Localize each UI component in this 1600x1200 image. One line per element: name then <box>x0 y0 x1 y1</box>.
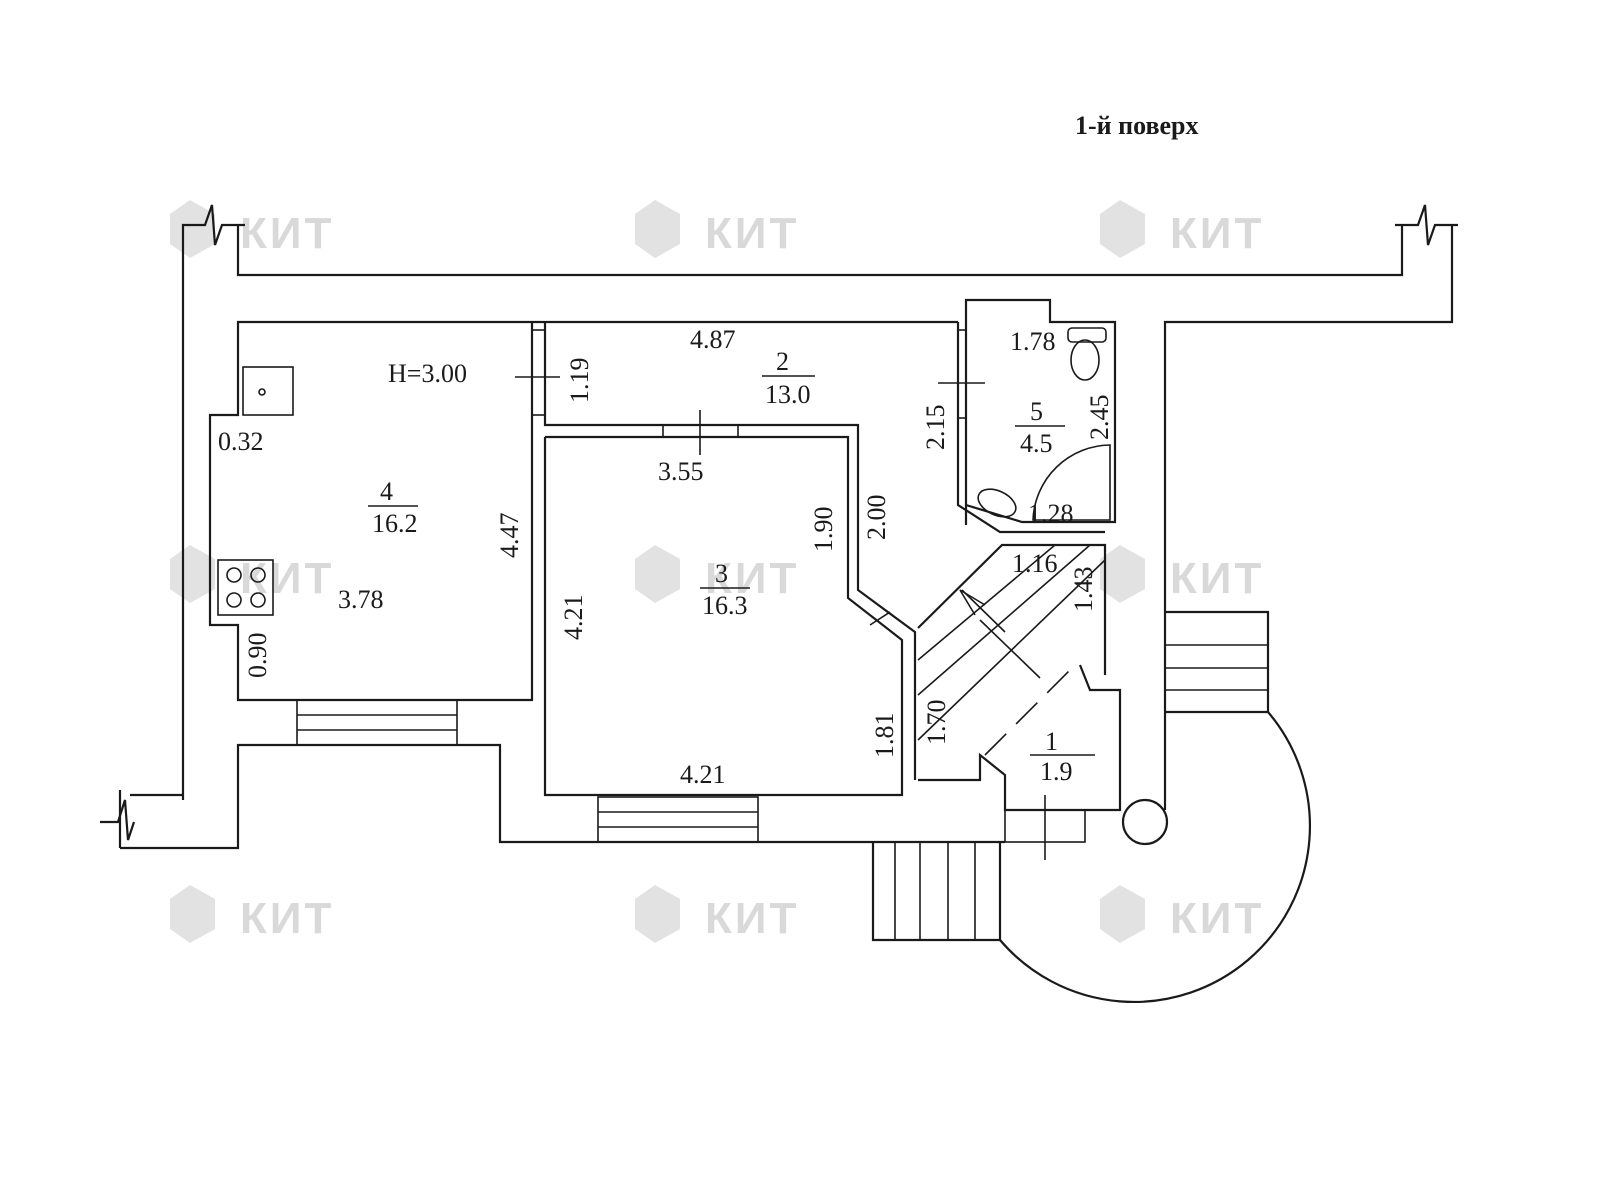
watermark-logo-icon <box>635 885 680 943</box>
outer-walls <box>100 204 1458 850</box>
room-4-number: 4 <box>380 477 393 506</box>
watermark-text: КИТ <box>240 554 334 603</box>
watermark-logo-icon <box>635 545 680 603</box>
dim-label: 3.55 <box>658 457 704 486</box>
room-labels: 1 1.9 2 13.0 3 16.3 4 16.2 5 4.5 H=3.00 <box>368 347 1095 786</box>
watermark-text: КИТ <box>705 894 799 943</box>
shower-icon <box>1032 444 1111 521</box>
room-2 <box>515 320 958 780</box>
room-4-area: 16.2 <box>372 509 418 538</box>
watermark-logo-icon <box>1100 200 1145 258</box>
watermark-text: КИТ <box>705 209 799 258</box>
watermark-text: КИТ <box>240 894 334 943</box>
dim-label: 1.90 <box>809 507 838 553</box>
dim-label: 1.16 <box>1012 549 1058 578</box>
toilet-icon <box>1067 327 1107 343</box>
dim-label: 1.81 <box>870 713 899 759</box>
room-3-number: 3 <box>715 559 728 588</box>
dimension-labels: 0.32 3.78 4.47 0.90 4.87 1.19 3.55 4.21 … <box>218 325 1114 789</box>
watermark-text: КИТ <box>705 554 799 603</box>
dim-label: 2.45 <box>1085 395 1114 441</box>
dim-label: 2.00 <box>862 495 891 541</box>
dim-label: 1.28 <box>1028 499 1074 528</box>
watermark-logo-icon <box>1100 545 1145 603</box>
dim-label: 1.78 <box>1010 327 1056 356</box>
room-1-number: 1 <box>1045 727 1058 756</box>
watermark-logo-icon <box>170 200 215 258</box>
room-2-number: 2 <box>776 347 789 376</box>
dim-label: 4.21 <box>680 760 726 789</box>
watermark-logo-icon <box>170 545 215 603</box>
room-2-area: 13.0 <box>765 380 811 409</box>
dim-label: 4.21 <box>559 595 588 641</box>
room-3-area: 16.3 <box>702 591 748 620</box>
room-1-area: 1.9 <box>1040 757 1073 786</box>
ceiling-height: H=3.00 <box>388 359 467 388</box>
sink-icon <box>242 366 294 416</box>
watermark-logo-icon <box>635 200 680 258</box>
room-5-number: 5 <box>1030 397 1043 426</box>
watermark-logo-icon <box>170 885 215 943</box>
room-3 <box>543 435 904 843</box>
dim-label: 0.90 <box>243 633 272 679</box>
dim-label: 1.19 <box>565 358 594 404</box>
dim-label: 0.32 <box>218 427 264 456</box>
dim-label: 4.87 <box>690 325 736 354</box>
dim-label: 4.47 <box>495 513 524 559</box>
dim-label: 3.78 <box>338 585 384 614</box>
porch <box>871 610 1311 1004</box>
window <box>296 699 458 746</box>
window <box>597 796 759 843</box>
stove-icon <box>217 559 274 616</box>
room-5-area: 4.5 <box>1020 429 1053 458</box>
room-5 <box>938 298 1117 534</box>
watermark-text: КИТ <box>240 209 334 258</box>
dim-label: 2.15 <box>921 405 950 451</box>
staircase <box>917 543 1169 860</box>
watermark-logo-icon <box>1100 885 1145 943</box>
watermark-text: КИТ <box>1170 894 1264 943</box>
watermark-text: КИТ <box>1170 554 1264 603</box>
floor-title: 1-й поверх <box>1075 111 1199 140</box>
room-4 <box>208 320 534 746</box>
watermarks: КИТ КИТ КИТ КИТ КИТ КИТ КИТ КИТ КИТ <box>170 200 1264 943</box>
dim-label: 1.43 <box>1069 567 1098 613</box>
watermark-text: КИТ <box>1170 209 1264 258</box>
washbasin-icon <box>977 488 1017 518</box>
dim-label: 1.70 <box>922 700 951 746</box>
